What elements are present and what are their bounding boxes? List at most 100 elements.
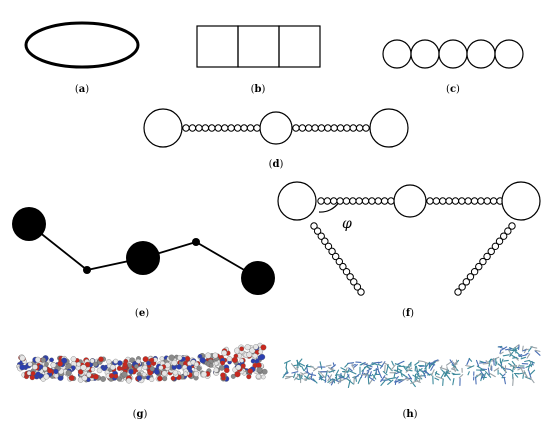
bond-stick — [433, 359, 439, 362]
small-bead — [317, 124, 326, 132]
bond-stick — [401, 377, 409, 381]
bond-stick — [517, 372, 526, 375]
bond-stick — [284, 376, 291, 380]
small-bead — [336, 197, 344, 205]
large-bead-left — [143, 108, 183, 148]
bond-stick — [502, 354, 510, 357]
atom-sphere — [172, 369, 179, 376]
branch-bead — [335, 257, 344, 266]
atom-sphere — [142, 356, 149, 363]
small-bead — [324, 124, 332, 132]
atom-sphere — [208, 363, 214, 368]
bond-stick — [296, 366, 299, 371]
panel-label-d: (d) — [269, 159, 284, 170]
bond-stick — [526, 353, 531, 359]
atom-sphere — [136, 375, 143, 381]
atom-sphere — [231, 356, 238, 364]
bond-stick — [301, 365, 305, 372]
atom-sphere — [47, 367, 53, 374]
atom-sphere — [122, 361, 128, 367]
bond-stick — [497, 363, 504, 370]
bond-stick — [397, 368, 403, 372]
bond-stick — [359, 362, 364, 366]
bond-stick — [398, 379, 405, 384]
atom-sphere — [134, 364, 139, 369]
large-black-bead-1 — [12, 207, 46, 241]
bond-stick — [489, 364, 492, 371]
small-bead — [246, 124, 255, 132]
bond-stick — [343, 367, 348, 376]
bond-stick — [395, 376, 399, 380]
bond-stick — [304, 375, 310, 380]
branch-bead — [346, 273, 354, 281]
bond-stick — [442, 378, 444, 387]
bond-stick — [321, 374, 326, 378]
atom-sphere — [126, 377, 132, 384]
atom-sphere — [86, 372, 92, 378]
bond-stick — [299, 358, 303, 363]
bond-stick — [530, 346, 538, 349]
panel-label-e: (e) — [135, 308, 149, 319]
atom-sphere — [146, 360, 151, 366]
branch-bead — [357, 288, 365, 296]
bond-stick — [482, 362, 490, 365]
atom-sphere — [68, 375, 75, 381]
bond-stick — [476, 365, 483, 370]
bond-stick — [303, 364, 309, 372]
bond-stick — [324, 378, 327, 383]
bond-stick — [378, 370, 383, 379]
bond-stick — [414, 361, 420, 366]
atom-sphere — [141, 372, 147, 377]
bond-stick — [418, 360, 424, 363]
small-bead — [349, 197, 357, 205]
atom-sphere — [219, 365, 225, 371]
bond-stick — [319, 375, 323, 381]
bond-stick — [325, 364, 332, 367]
small-bead — [368, 197, 376, 205]
panel-b: (b) — [196, 25, 321, 95]
chain-circle — [410, 39, 440, 69]
bond-stick — [380, 379, 387, 386]
bond-stick — [530, 362, 532, 368]
branch-bead — [321, 237, 329, 245]
atom-sphere — [108, 373, 115, 379]
atom-sphere — [128, 368, 134, 375]
atom-sphere — [199, 357, 206, 364]
atom-sphere — [29, 374, 35, 381]
bond-stick — [524, 359, 530, 363]
bond-stick — [393, 369, 402, 374]
bond-stick — [524, 373, 529, 380]
bond-stick — [282, 370, 288, 379]
chain-circle — [382, 39, 412, 69]
branch-bead — [479, 257, 487, 266]
atom-sphere — [213, 361, 219, 366]
atom-sphere — [40, 357, 47, 363]
panel-label-g: (g) — [133, 409, 148, 420]
bond-stick — [518, 354, 527, 358]
atom-sphere — [235, 364, 242, 371]
atom-sphere — [240, 363, 246, 369]
large-bead-right — [501, 181, 541, 221]
atom-sphere — [65, 370, 72, 376]
bond-stick — [424, 361, 431, 370]
branch-bead — [495, 237, 504, 245]
bond-stick — [509, 365, 518, 367]
small-bead — [355, 124, 364, 132]
bond-stick — [440, 371, 446, 379]
bond-stick — [291, 371, 299, 374]
bond-stick — [327, 374, 333, 382]
atom-sphere — [34, 356, 41, 363]
bond-stick — [402, 365, 408, 372]
branch-bead — [353, 283, 362, 291]
atom-sphere — [93, 373, 99, 380]
bond-stick — [418, 368, 426, 375]
bond-stick — [385, 364, 389, 374]
atom-sphere — [38, 373, 44, 379]
bond-stick — [513, 344, 520, 350]
bond-stick — [439, 366, 448, 371]
bond-stick — [475, 359, 480, 367]
bond-stick — [369, 377, 375, 382]
bond-stick — [435, 375, 444, 380]
bond-stick — [529, 369, 536, 376]
bond-stick — [290, 363, 297, 371]
